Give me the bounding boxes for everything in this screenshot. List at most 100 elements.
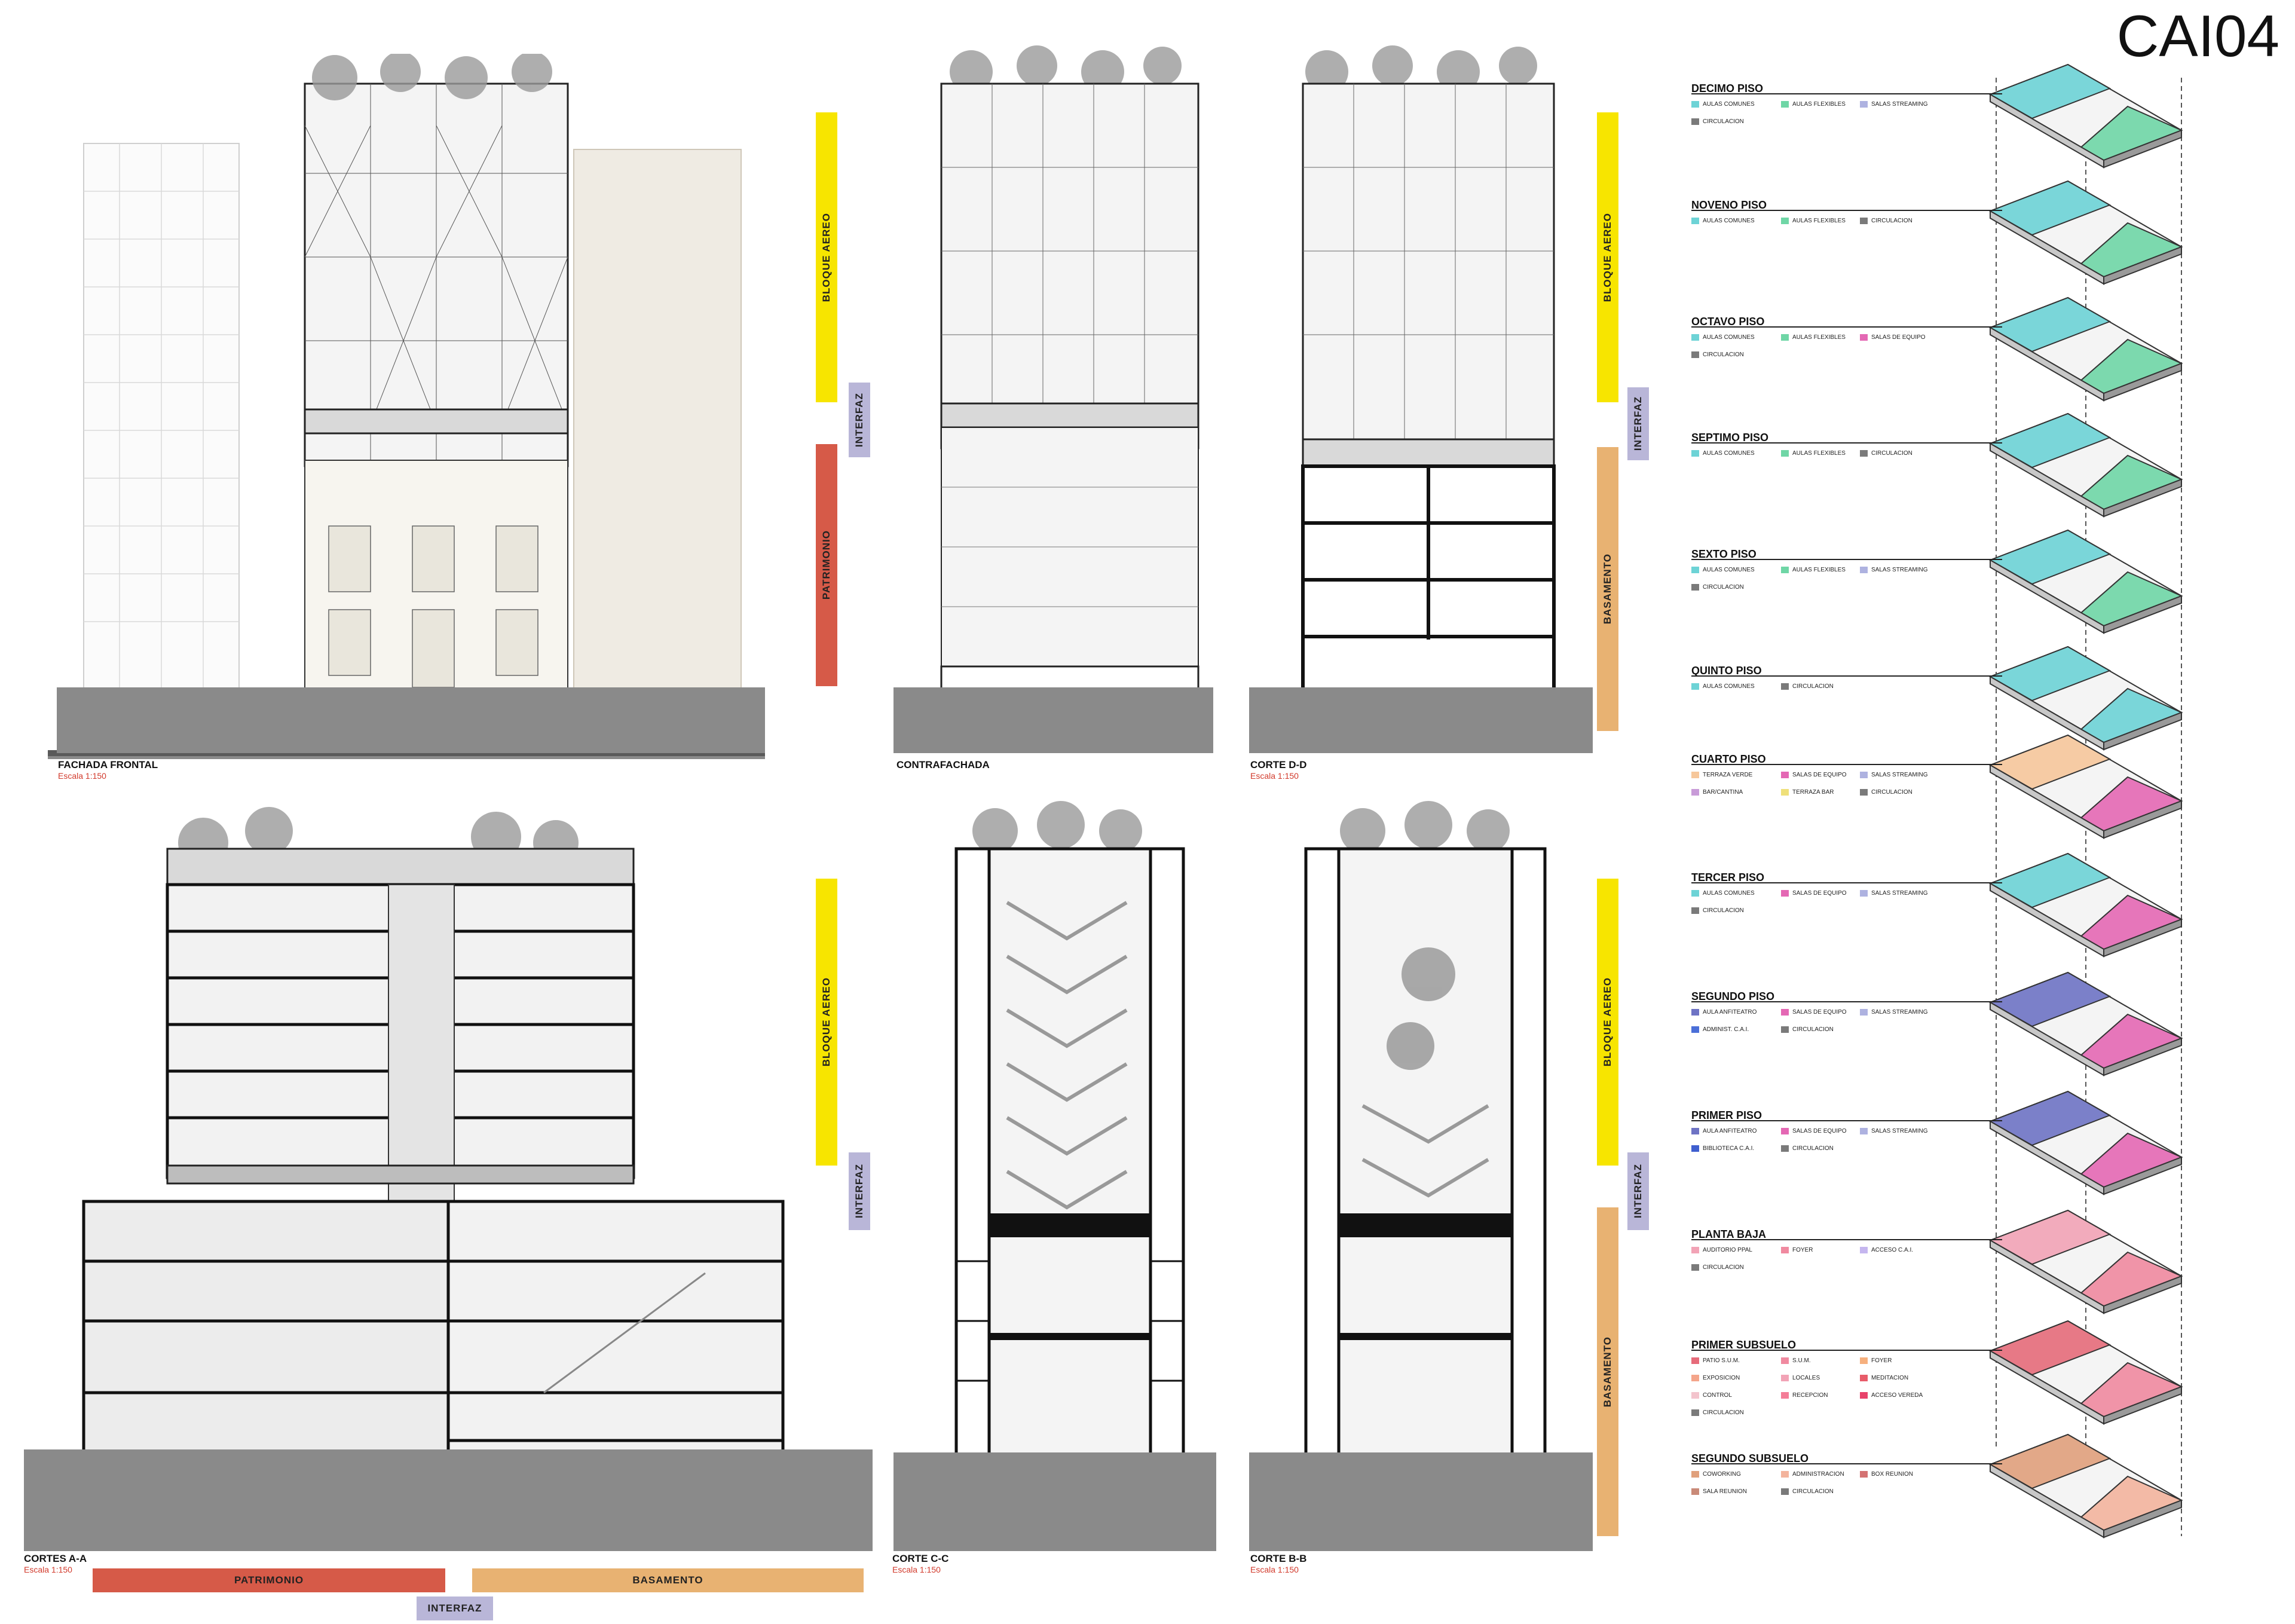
legend-swatch — [1781, 789, 1789, 796]
legend-label: TERRAZA VERDE — [1703, 772, 1753, 778]
legend-label: CIRCULACION — [1703, 584, 1744, 591]
leader-line — [1691, 442, 2002, 444]
legend-swatch — [1860, 1247, 1868, 1253]
legend-swatch — [1691, 584, 1699, 591]
legend-item: FOYER — [1781, 1247, 1860, 1253]
legend-swatch — [1691, 1128, 1699, 1134]
legend-label: AULAS COMUNES — [1703, 890, 1755, 897]
legend-label: EXPOSICION — [1703, 1375, 1740, 1381]
drawing-scale: Escala 1:150 — [1250, 771, 1299, 781]
legend-item: CIRCULACION — [1781, 1145, 1860, 1152]
legend-item: CIRCULACION — [1860, 450, 1950, 457]
legend-label: SALAS DE EQUIPO — [1792, 772, 1847, 778]
leader-line — [1691, 882, 2002, 883]
legend-swatch — [1860, 1009, 1868, 1016]
plate-surface — [2103, 362, 2182, 402]
corte-b-b-drawing — [1304, 801, 1547, 1526]
legend-item: AULAS COMUNES — [1691, 450, 1781, 457]
legend-swatch — [1781, 890, 1789, 897]
drawing-title: FACHADA FRONTAL — [58, 759, 158, 770]
cortes-a-a-ground — [24, 1449, 873, 1551]
legend-item: AULA ANFITEATRO — [1691, 1128, 1781, 1134]
legend-swatch — [1781, 1145, 1789, 1152]
leader-line — [1691, 326, 2002, 328]
legend-item: TERRAZA VERDE — [1691, 772, 1781, 778]
legend-swatch — [1691, 118, 1699, 125]
leader-line — [1691, 559, 2002, 560]
leader-line — [1691, 675, 2002, 677]
plate-surface — [2103, 246, 2182, 285]
legend-label: BAR/CANTINA — [1703, 789, 1743, 796]
legend-label: SALAS STREAMING — [1871, 1128, 1928, 1134]
contrafachada-drawing — [940, 45, 1199, 747]
legend-label: CIRCULACION — [1703, 907, 1744, 914]
legend-label: CIRCULACION — [1792, 1145, 1834, 1152]
legend-swatch — [1691, 1471, 1699, 1478]
floor-title: TERCER PISO — [1691, 871, 1765, 883]
legend-swatch — [1781, 334, 1789, 341]
legend-item: CIRCULACION — [1691, 1264, 1781, 1271]
legend-swatch — [1691, 683, 1699, 690]
plate-surface — [2103, 1037, 2182, 1076]
legend-label: AULAS COMUNES — [1703, 218, 1755, 224]
legend-label: AULAS FLEXIBLES — [1792, 334, 1846, 341]
legend-label: AULAS COMUNES — [1703, 334, 1755, 341]
legend-label: BIBLIOTECA C.A.I. — [1703, 1145, 1755, 1152]
legend-swatch — [1691, 218, 1699, 224]
legend-item: AULAS FLEXIBLES — [1781, 334, 1860, 341]
legend-swatch — [1781, 1009, 1789, 1016]
legend-item: EXPOSICION — [1691, 1375, 1781, 1381]
plate-surface — [2103, 918, 2182, 958]
legend-swatch — [1691, 890, 1699, 897]
legend-item: AULAS COMUNES — [1691, 683, 1781, 690]
interfaz-band-2: INTERFAZ — [1627, 387, 1649, 460]
legend-swatch — [1860, 1128, 1868, 1134]
legend-item: AUDITORIO PPAL — [1691, 1247, 1781, 1253]
patrimonio-band-1: PATRIMONIO — [816, 444, 837, 686]
legend-item: SALAS STREAMING — [1860, 567, 1950, 573]
legend-swatch — [1691, 1392, 1699, 1399]
legend-swatch — [1781, 1392, 1789, 1399]
drawing-title: CORTE C-C — [892, 1553, 949, 1564]
floor-plate-1 — [1988, 180, 2183, 285]
floor-title: PLANTA BAJA — [1691, 1228, 1766, 1240]
leader-line — [1691, 1239, 2002, 1240]
fachada-frontal-ground — [57, 687, 765, 753]
plate-surface — [2103, 1156, 2182, 1195]
legend-label: FOYER — [1792, 1247, 1813, 1253]
floor-title: SEXTO PISO — [1691, 548, 1757, 560]
bloque-aereo-band-2: BLOQUE AEREO — [1597, 112, 1618, 402]
plate-surface — [2103, 1275, 2182, 1314]
plate-surface — [2103, 711, 2182, 751]
legend-label: SALAS STREAMING — [1871, 772, 1928, 778]
legend-label: PATIO S.U.M. — [1703, 1357, 1740, 1364]
legend-swatch — [1781, 1375, 1789, 1381]
leader-line — [1691, 210, 2002, 211]
legend-swatch — [1781, 1357, 1789, 1364]
floor-plate-8 — [1988, 971, 2183, 1076]
drawing-title: CONTRAFACHADA — [896, 759, 990, 770]
legend-item: MEDITACION — [1860, 1375, 1950, 1381]
legend-item: ACCESO VEREDA — [1860, 1392, 1950, 1399]
legend-item: CIRCULACION — [1691, 584, 1781, 591]
legend-item: SALAS DE EQUIPO — [1781, 890, 1860, 897]
legend-item: BIBLIOTECA C.A.I. — [1691, 1145, 1781, 1152]
legend-label: AULAS FLEXIBLES — [1792, 218, 1846, 224]
legend-swatch — [1691, 567, 1699, 573]
legend-label: MEDITACION — [1871, 1375, 1909, 1381]
floor-plate-3 — [1988, 412, 2183, 518]
basamento-band-2: BASAMENTO — [472, 1568, 864, 1592]
corte-d-d-drawing — [1301, 45, 1556, 743]
